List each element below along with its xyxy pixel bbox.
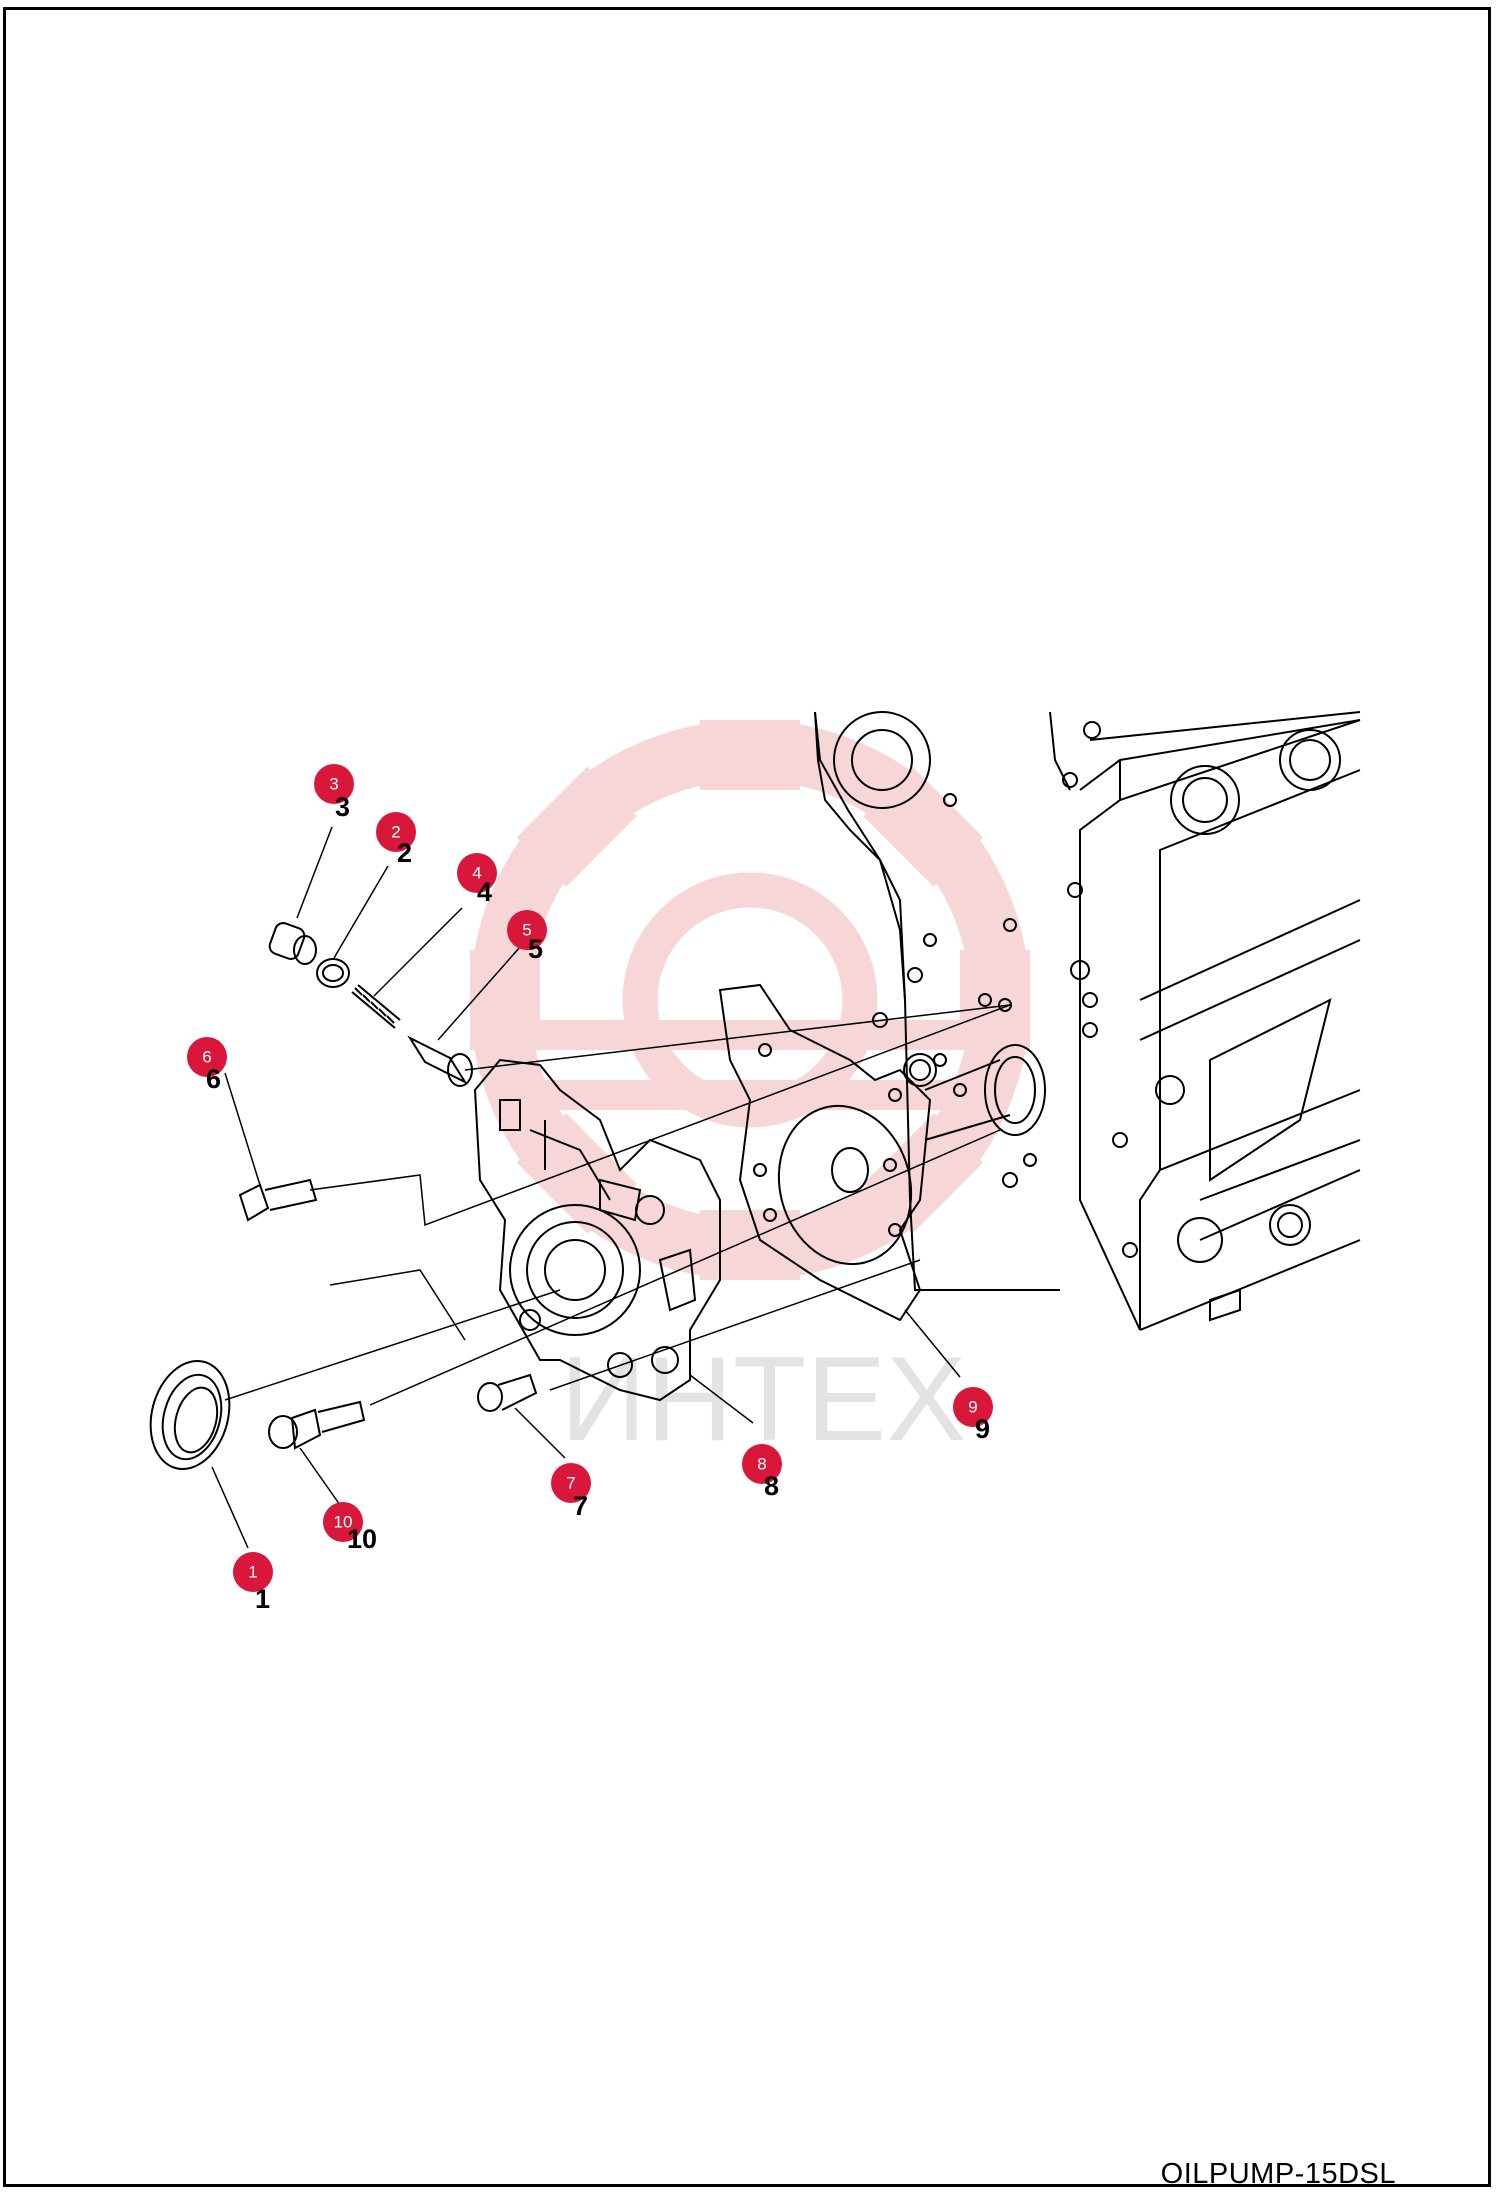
part-number-8: 8 (764, 1471, 779, 1501)
relief-valve-plug (268, 922, 317, 965)
callout-2: 2 2 (376, 812, 416, 868)
assembly-lines (224, 1004, 1011, 1406)
pump-shaft (831, 1044, 1046, 1193)
part-number-4: 4 (477, 877, 492, 907)
svg-text:5: 5 (522, 921, 531, 940)
part-number-1: 1 (255, 1584, 270, 1614)
callout-8: 8 8 (742, 1444, 782, 1501)
oil-seal (149, 1359, 231, 1471)
part-number-7: 7 (573, 1491, 588, 1521)
svg-text:9: 9 (968, 1398, 977, 1417)
drawing-code-label: OILPUMP-15DSL (1160, 2158, 1396, 2190)
svg-text:10: 10 (334, 1513, 353, 1532)
engine-block (814, 711, 1361, 1331)
part-number-9: 9 (975, 1414, 990, 1444)
relief-valve-plunger (407, 1035, 473, 1087)
gasket (718, 983, 932, 1322)
watermark-text: ИНТЕХ (560, 1332, 966, 1466)
svg-text:7: 7 (566, 1474, 575, 1493)
part-number-2: 2 (397, 838, 412, 868)
relief-valve-washer (316, 958, 350, 988)
part-number-5: 5 (528, 934, 543, 964)
svg-text:1: 1 (248, 1563, 257, 1582)
leader-lines (211, 826, 961, 1549)
svg-text:2: 2 (391, 823, 400, 842)
callout-6: 6 6 (187, 1037, 227, 1094)
callout-5: 5 5 (507, 910, 547, 964)
oil-pump-housing (473, 1058, 721, 1402)
callout-3: 3 3 (314, 764, 354, 822)
bolt-6 (238, 1178, 318, 1222)
svg-text:6: 6 (202, 1048, 211, 1067)
callout-7: 7 7 (551, 1463, 591, 1521)
callout-10: 10 10 (323, 1502, 377, 1554)
drawing-frame (3, 7, 1491, 2187)
engine-plate (814, 711, 1037, 1188)
callout-9: 9 9 (953, 1387, 993, 1444)
bolt-10 (268, 1400, 366, 1450)
callouts: 1 1 2 2 3 3 4 4 5 5 6 6 7 (187, 764, 993, 1614)
part-number-3: 3 (335, 792, 350, 822)
callout-4: 4 4 (457, 853, 497, 907)
part-number-6: 6 (206, 1064, 221, 1094)
bolt-7 (477, 1373, 538, 1412)
svg-text:8: 8 (757, 1455, 766, 1474)
callout-1: 1 1 (233, 1552, 273, 1614)
svg-text:3: 3 (329, 775, 338, 794)
relief-valve-spring (351, 984, 401, 1029)
svg-text:4: 4 (472, 864, 481, 883)
part-number-10: 10 (347, 1524, 377, 1554)
